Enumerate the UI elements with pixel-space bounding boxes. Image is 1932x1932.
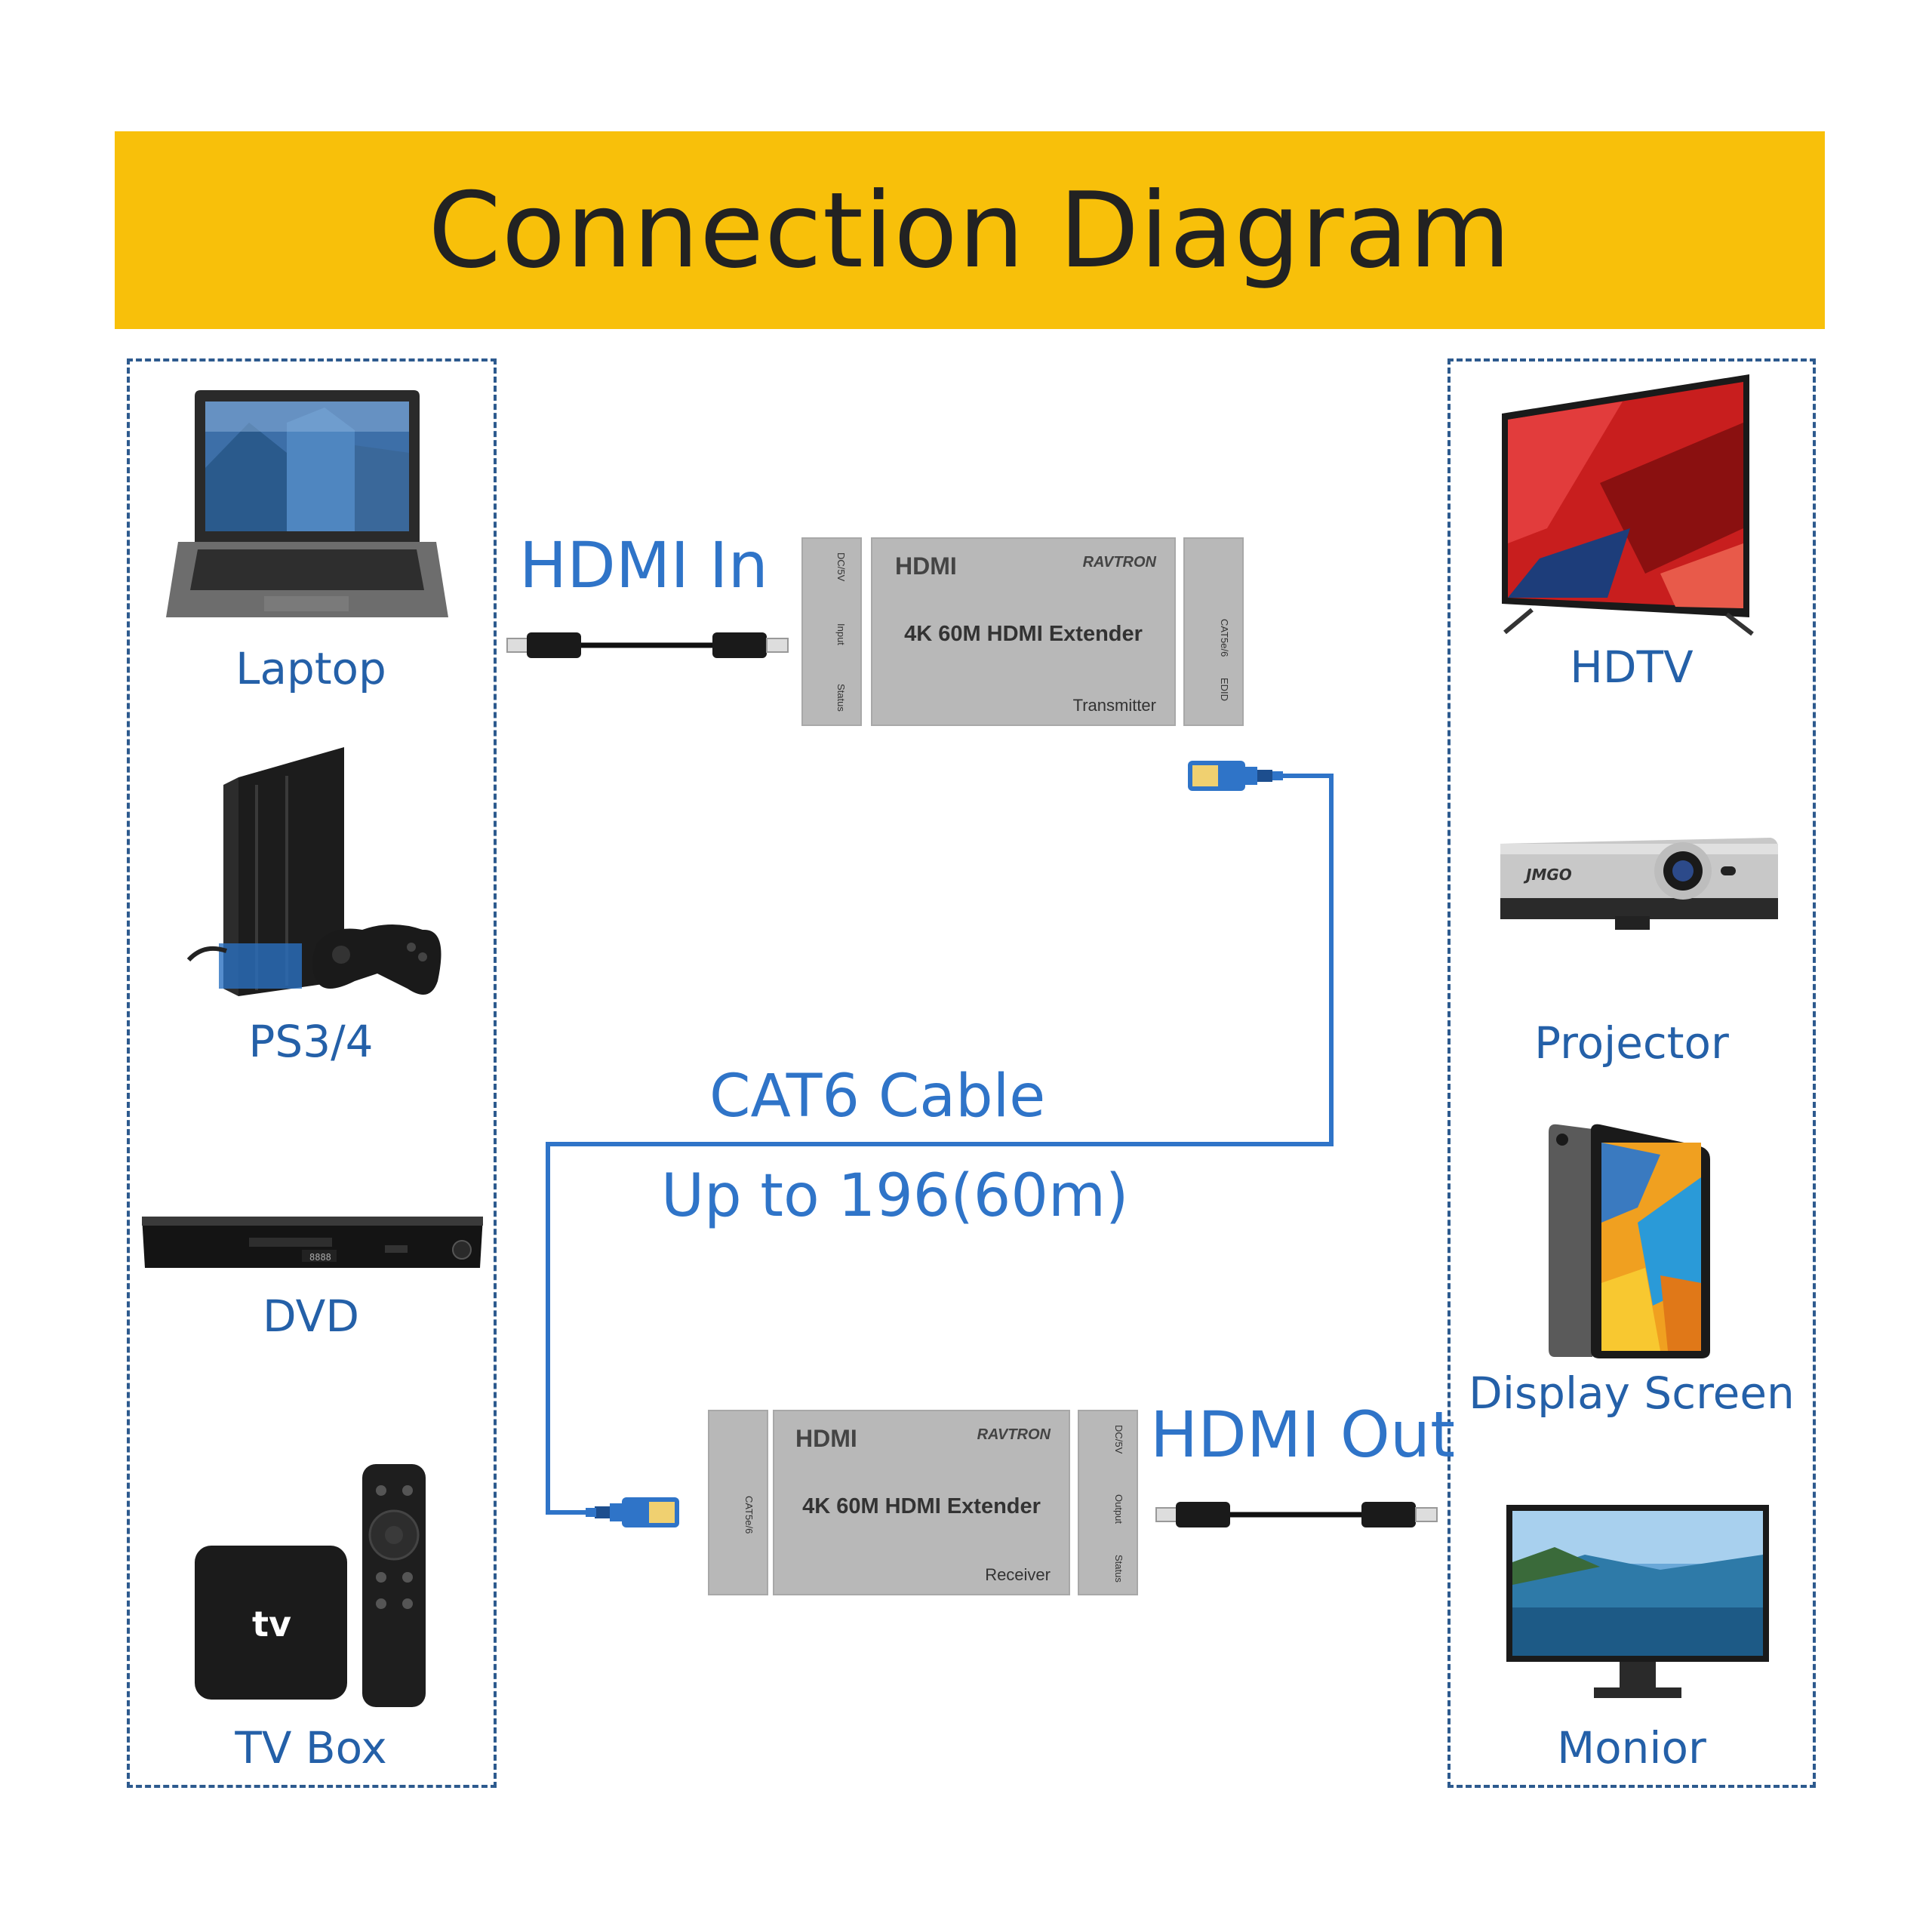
- hdmi-in-cable: [506, 632, 789, 658]
- tx-port-edid: EDID: [1219, 678, 1230, 702]
- laptop-icon: [166, 390, 448, 617]
- tx-port-dc: DC/5V: [835, 552, 847, 582]
- transmitter-body: HDMI RAVTRON 4K 60M HDMI Extender Transm…: [871, 537, 1176, 726]
- tx-port-input: Input: [835, 623, 847, 645]
- tablet-icon: [1549, 1124, 1710, 1358]
- monitor-label: Monior: [1557, 1722, 1706, 1774]
- receiver-right-panel: DC/5V Output Status: [1078, 1410, 1138, 1595]
- rx-port-output: Output: [1113, 1494, 1124, 1524]
- dvd-label: DVD: [263, 1291, 359, 1342]
- game-console-icon: [186, 747, 441, 996]
- tv-box-label: TV Box: [235, 1722, 387, 1774]
- rx-role: Receiver: [985, 1565, 1051, 1584]
- monitor-icon: [1506, 1505, 1769, 1698]
- display-screen-label: Display Screen: [1469, 1367, 1795, 1419]
- projector-label: Projector: [1534, 1017, 1729, 1069]
- rx-port-status: Status: [1113, 1555, 1124, 1583]
- laptop-label: Laptop: [235, 643, 386, 694]
- svg-text:JMGO: JMGO: [1523, 866, 1572, 884]
- tx-hdmi-logo: HDMI: [895, 552, 957, 580]
- transmitter-left-panel: DC/5V Input Status: [801, 537, 862, 726]
- distance-label: Up to 196(60m): [661, 1162, 1129, 1230]
- tx-brand: RAVTRON: [1082, 554, 1156, 571]
- receiver-body: HDMI RAVTRON 4K 60M HDMI Extender Receiv…: [773, 1410, 1070, 1595]
- hdtv-label: HDTV: [1570, 641, 1694, 693]
- transmitter-right-panel: CAT5e/6 EDID: [1183, 537, 1244, 726]
- svg-text:8888: 8888: [309, 1252, 331, 1263]
- hdmi-in-label: HDMI In: [519, 528, 768, 602]
- tx-port-cat: CAT5e/6: [1219, 619, 1230, 657]
- projector-icon: JMGO: [1500, 838, 1778, 930]
- tv-box-icon: tv: [195, 1464, 426, 1707]
- cat6-cable: [546, 761, 1334, 1527]
- dvd-player-icon: 8888: [142, 1217, 483, 1268]
- tx-port-status: Status: [835, 684, 847, 712]
- ps-label: PS3/4: [248, 1016, 374, 1067]
- hdtv-icon: [1502, 374, 1754, 636]
- hdmi-out-cable: [1155, 1502, 1438, 1527]
- svg-text:tv: tv: [252, 1604, 291, 1644]
- hdmi-out-label: HDMI Out: [1150, 1398, 1456, 1472]
- header-banner: Connection Diagram: [115, 131, 1825, 329]
- rx-model: 4K 60M HDMI Extender: [802, 1494, 1041, 1518]
- receiver-left-panel: CAT5e/6: [708, 1410, 768, 1595]
- tx-role: Transmitter: [1072, 696, 1156, 715]
- display-devices-panel: [1447, 358, 1816, 1788]
- source-devices-panel: [127, 358, 497, 1788]
- rx-brand: RAVTRON: [977, 1426, 1051, 1443]
- tx-model: 4K 60M HDMI Extender: [904, 622, 1143, 646]
- cat6-label: CAT6 Cable: [709, 1063, 1046, 1131]
- rx-port-dc: DC/5V: [1113, 1425, 1124, 1454]
- rx-port-cat: CAT5e/6: [743, 1496, 755, 1534]
- rx-hdmi-logo: HDMI: [795, 1425, 857, 1452]
- page-title: Connection Diagram: [428, 169, 1512, 291]
